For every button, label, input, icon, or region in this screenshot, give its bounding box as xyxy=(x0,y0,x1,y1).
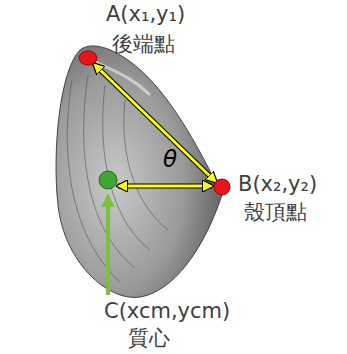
angle-label: θ xyxy=(163,146,177,172)
growth-lines xyxy=(67,75,168,282)
point-label: B(x₂,y₂) xyxy=(238,172,317,196)
shell-outline xyxy=(56,46,222,297)
point-c xyxy=(99,171,117,189)
point-label: C(xcm,ycm) xyxy=(104,299,230,323)
point-b xyxy=(214,179,230,195)
point-caption: 殼頂點 xyxy=(244,200,307,224)
point-caption: 後端點 xyxy=(112,32,175,56)
pointer-arrow xyxy=(106,196,110,295)
point-caption: 質心 xyxy=(128,326,170,350)
point-a xyxy=(79,51,97,65)
distance-arrows xyxy=(94,64,216,186)
point-label: A(x₁,y₁) xyxy=(106,2,185,26)
